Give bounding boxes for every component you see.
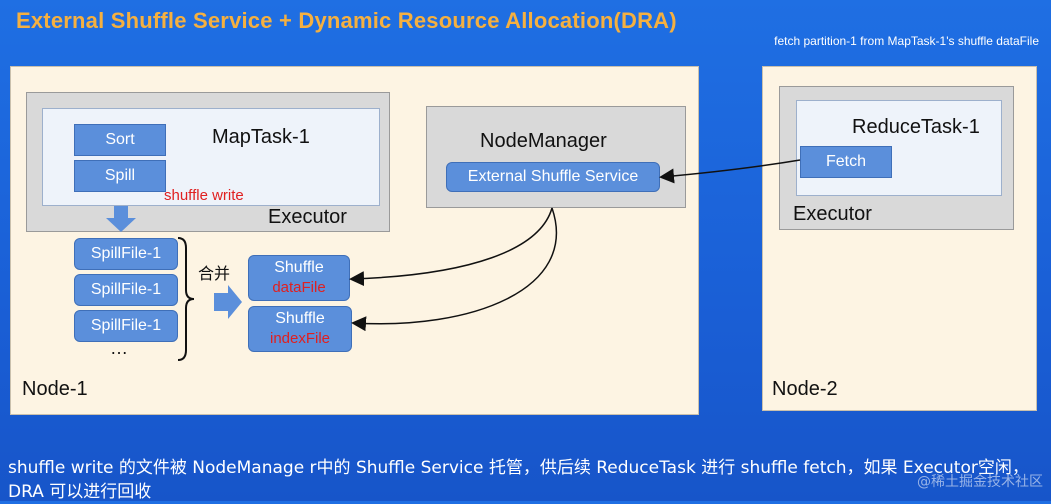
spill-file-ellipsis: … [110,338,128,358]
shuffle-index-title: Shuffle [275,310,325,327]
shuffle-data-sub: dataFile [272,279,326,296]
node-1-label: Node-1 [22,378,88,400]
fetch-note: fetch partition-1 from MapTask-1's shuff… [774,34,1039,48]
spill-file-2: SpillFile-1 [74,274,178,306]
maptask-label: MapTask-1 [212,126,310,148]
watermark: @稀土掘金技术社区 [917,474,1043,490]
spill-step: Spill [74,160,166,192]
fetch-to-service-arrow [659,159,801,184]
node-2-label: Node-2 [772,378,838,400]
service-to-indexfile-arrow [351,207,558,332]
reducetask-label: ReduceTask-1 [852,116,980,138]
merge-label: 合并 [198,264,231,283]
node-manager-label: NodeManager [480,130,607,152]
shuffle-write-label: shuffle write [164,187,244,204]
spill-file-1: SpillFile-1 [74,238,178,270]
shuffle-index-sub: indexFile [269,330,331,347]
fetch-step: Fetch [800,146,892,178]
right-arrow-icon [214,285,242,319]
external-shuffle-service: External Shuffle Service [446,162,660,192]
down-arrow-icon [106,206,136,232]
brace-icon [177,237,195,361]
shuffle-data-file: Shuffle dataFile [248,255,350,301]
spill-file-3: SpillFile-1 [74,310,178,342]
sort-step: Sort [74,124,166,156]
node-1-executor-label: Executor [268,206,347,228]
diagram-title: External Shuffle Service + Dynamic Resou… [16,8,677,33]
service-to-datafile-arrow [349,207,553,287]
shuffle-data-title: Shuffle [274,259,324,276]
node-2-executor-label: Executor [793,203,872,225]
shuffle-index-file: Shuffle indexFile [248,306,352,352]
caption-text: shuffle write 的文件被 NodeManage r中的 Shuffl… [8,458,1029,502]
